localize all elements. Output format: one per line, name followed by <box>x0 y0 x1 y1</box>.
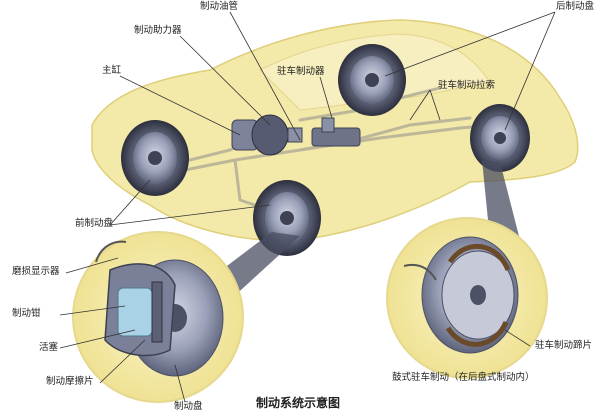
label-brake-disc: 制动盘 <box>174 401 203 413</box>
label-front-disc: 前制动盘 <box>75 218 113 230</box>
callout-drum-parking-brake <box>387 218 547 378</box>
label-brake-pad: 制动摩擦片 <box>46 376 94 388</box>
diagram-title: 制动系统示意图 <box>256 394 340 411</box>
label-booster: 制动助力器 <box>134 25 182 37</box>
label-parking-cable: 驻车制动拉索 <box>438 80 495 92</box>
wheel-rear-right <box>470 104 530 172</box>
wheel-rear-left <box>338 44 406 116</box>
label-wear-indicator: 磨损显示器 <box>12 266 60 278</box>
label-caliper: 制动钳 <box>12 308 41 320</box>
label-parking-shoe: 驻车制动蹄片 <box>535 340 592 352</box>
callout-front-disc-brake <box>73 232 243 402</box>
label-master-cylinder: 主缸 <box>102 65 121 77</box>
label-rear-disc: 后制动盘 <box>556 1 594 13</box>
label-drum-parking: 鼓式驻车制动（在后盘式制动内） <box>392 372 535 384</box>
label-parking-brake: 驻车制动器 <box>277 66 325 78</box>
wheel-front-left <box>121 120 189 196</box>
label-brake-pipe: 制动油管 <box>200 1 238 13</box>
label-piston: 活塞 <box>39 342 58 354</box>
